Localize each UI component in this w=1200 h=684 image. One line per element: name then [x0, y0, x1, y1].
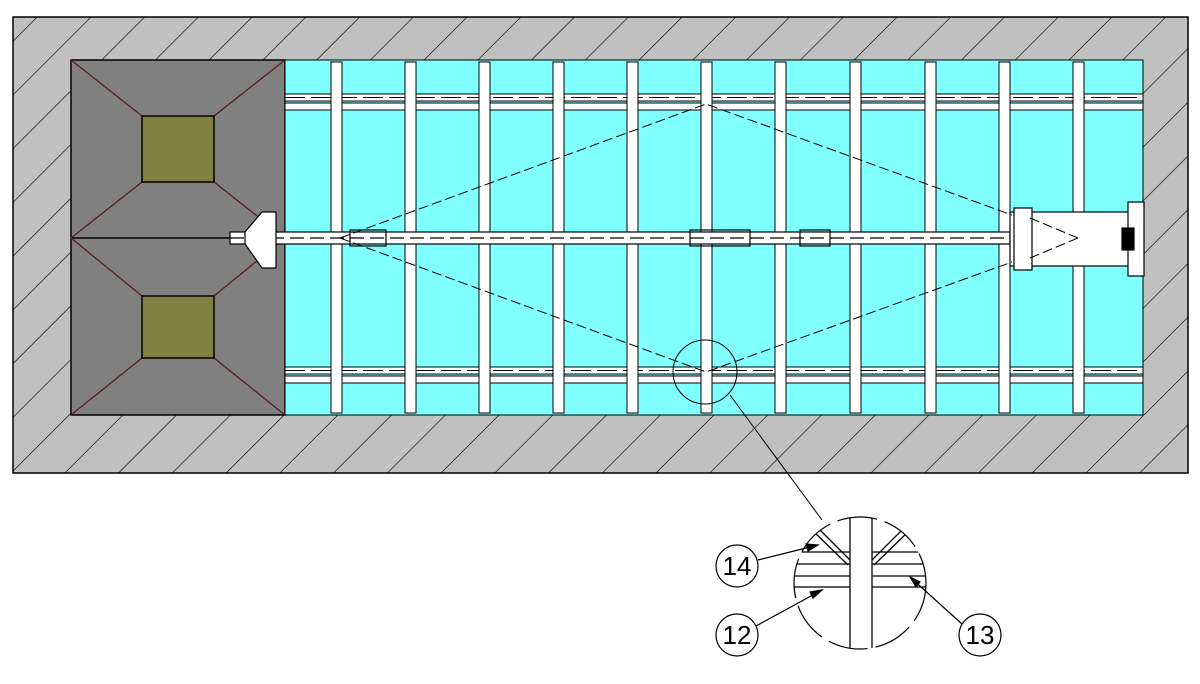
pit-area: [70, 59, 286, 416]
callout-14-label: 14: [723, 551, 752, 581]
detail-leader: [729, 394, 823, 521]
callout-13-label: 13: [966, 620, 995, 650]
central-shaft: [229, 201, 1145, 277]
cable-lines: [339, 103, 1079, 373]
detail-view: [793, 516, 927, 650]
callout-12-label: 12: [723, 620, 752, 650]
callout-12: [715, 589, 824, 657]
pad-lower: [141, 295, 215, 359]
callout-14: [715, 543, 820, 588]
pad-upper: [141, 115, 215, 183]
detail-marker: [672, 339, 738, 405]
callout-13: [908, 575, 1002, 657]
